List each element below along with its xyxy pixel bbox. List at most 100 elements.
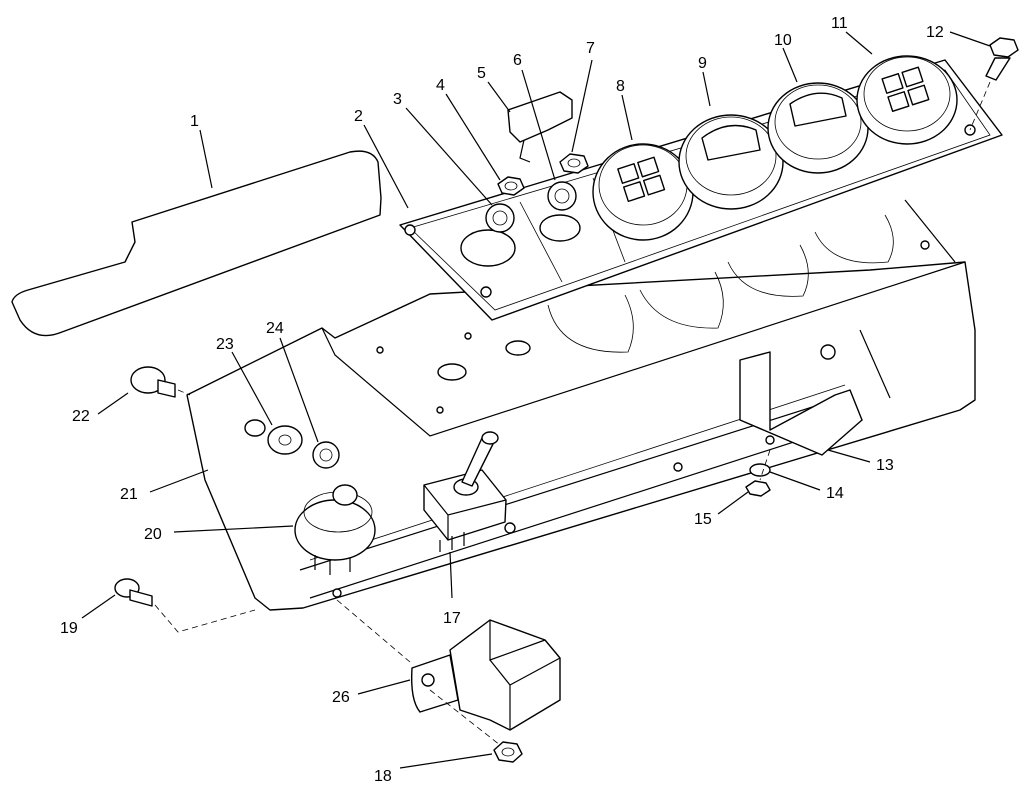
toggle-switch-body [423, 469, 507, 541]
leader-line-13 [827, 449, 871, 463]
callout-13: 13 [876, 457, 894, 474]
ignition-key [507, 91, 573, 143]
gauge-window [789, 92, 847, 127]
mounting-plate-inner-edge [409, 69, 991, 311]
hex-nut-bore [504, 181, 518, 191]
indicator-lamp [617, 163, 640, 184]
leader-line-2 [363, 124, 409, 209]
decal-strip [11, 150, 382, 337]
screw-centerline [177, 389, 191, 396]
plate-screw-hole [920, 240, 930, 250]
callout-18: 18 [374, 768, 392, 785]
callout-6: 6 [513, 52, 522, 69]
indicator-lamp [642, 174, 666, 196]
plate-screw-hole [404, 224, 416, 236]
leader-line-15 [717, 491, 749, 515]
leader-line-14 [769, 471, 821, 491]
leader-line-22 [97, 392, 129, 415]
hex-nut [497, 176, 525, 196]
screw-centerline [154, 604, 256, 633]
relay-body [449, 619, 561, 731]
flange-nut [493, 741, 523, 763]
callout-23: 23 [216, 336, 234, 353]
hex-nut-bore [567, 158, 581, 168]
housing-cutout [547, 294, 634, 353]
housing-hole [437, 363, 467, 381]
angle-bracket [739, 351, 863, 456]
callout-15: 15 [694, 511, 712, 528]
indicator-cluster-ring [863, 56, 951, 132]
leader-line-19 [81, 594, 116, 619]
plate-hole [539, 214, 581, 242]
housing-hole [376, 346, 384, 354]
ignition-key-blade [519, 139, 531, 163]
leader-line-10 [782, 47, 798, 83]
callout-7: 7 [586, 40, 595, 57]
lock-washer-small [749, 463, 771, 477]
lock-washer [312, 441, 340, 469]
leader-line-5 [487, 81, 511, 113]
callout-21: 21 [120, 486, 138, 503]
callout-12: 12 [926, 24, 944, 41]
hex-nut [559, 153, 589, 174]
leader-line-4 [445, 93, 501, 181]
callout-19: 19 [60, 620, 78, 637]
indicator-lamp [637, 156, 660, 178]
nut-centerline [429, 689, 501, 746]
rotary-switch-shaft [332, 484, 358, 506]
leader-line-9 [702, 71, 711, 107]
carriage-screw-head [130, 366, 166, 394]
gauge-ring [774, 84, 862, 160]
flat-washer-bore [278, 434, 292, 446]
relay-mounting-tab [410, 654, 459, 713]
housing-cutout [639, 271, 724, 329]
callout-4: 4 [436, 77, 445, 94]
housing-side-edge [859, 329, 891, 399]
housing-cutout [814, 214, 894, 264]
housing-hole [504, 522, 516, 534]
toggle-switch-terminals [439, 532, 465, 552]
callout-3: 3 [393, 91, 402, 108]
lock-washer-inner [554, 188, 570, 204]
carriage-screw-shank [157, 379, 176, 398]
gauge-window [701, 124, 761, 161]
bolt-centerline [969, 81, 991, 131]
callout-17: 17 [443, 610, 461, 627]
callout-24: 24 [266, 320, 284, 337]
leader-line-12 [949, 31, 991, 47]
callout-14: 14 [826, 485, 844, 502]
leader-line-18 [399, 753, 493, 769]
hex-nut-small [745, 480, 771, 497]
plate-hole [460, 229, 516, 267]
flat-washer [267, 425, 303, 455]
toggle-switch-knob [481, 431, 499, 445]
leader-line-1 [199, 129, 213, 189]
plate-screw-hole [480, 286, 492, 298]
leader-line-7 [571, 59, 593, 153]
leader-line-3 [405, 107, 493, 206]
rotary-switch-terminals [314, 555, 351, 575]
flange-nut-bore [501, 747, 515, 757]
gauge-ring [685, 116, 777, 196]
callout-22: 22 [72, 408, 90, 425]
leader-line-17 [449, 551, 453, 599]
leader-line-11 [845, 31, 873, 55]
housing-hole [436, 406, 444, 414]
relay-mount-line [336, 599, 411, 663]
housing-front-edge [904, 199, 956, 263]
pan-head-screw-shank [129, 589, 153, 607]
hex-bolt-shank [985, 57, 1011, 81]
lock-washer-inner [492, 210, 508, 226]
indicator-lamp [907, 84, 930, 106]
leader-line-24 [279, 337, 319, 443]
callout-11: 11 [831, 15, 848, 32]
leader-line-26 [357, 679, 411, 695]
housing-hole [464, 332, 472, 340]
housing-fold-edge [321, 261, 966, 437]
indicator-lamp [901, 66, 924, 88]
relay-tab-hole [421, 673, 435, 687]
lock-washer [547, 181, 577, 211]
hex-bolt-head [989, 37, 1019, 58]
housing-hole [244, 419, 266, 437]
